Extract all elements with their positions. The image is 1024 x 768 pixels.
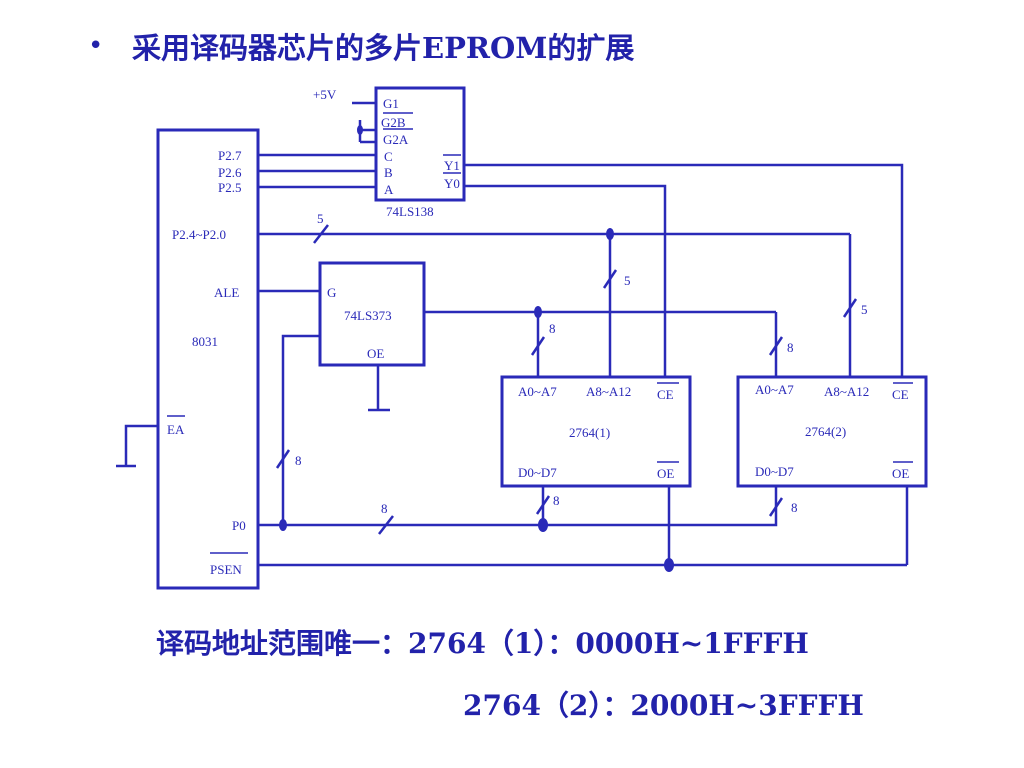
pin-g2a: G2A [383,132,409,147]
bus-width-8f: 8 [791,500,798,515]
bus-slashes [275,224,858,535]
decoder-74ls138-box [374,86,466,202]
latch-pin-oe: OE [367,346,384,361]
title-row: • 采用译码器芯片的多片EPROM的扩展 [88,24,634,68]
pin-p26: P2.6 [218,165,242,180]
cpu-8031-box [156,128,260,590]
eprom1-box [500,375,692,488]
supply-label: +5V [313,87,337,102]
pin-p25: P2.5 [218,180,241,195]
slide-title: 采用译码器芯片的多片EPROM的扩展 [132,31,635,65]
pin-b: B [384,165,393,180]
eprom2-data: D0~D7 [755,464,794,479]
latch-74ls373-box [318,261,426,367]
pin-ea: EA [167,422,185,437]
bus-width-5a: 5 [317,211,324,226]
eprom1-addr-low: A0~A7 [518,384,557,399]
eprom2-box [736,375,928,488]
eprom1-ce: CE [657,387,674,402]
result-line-2: 2764（2）：2000H~3FFFH [463,689,864,722]
bus-width-8b: 8 [787,340,794,355]
eprom2-ce: CE [892,387,909,402]
bus-width-8a: 8 [549,321,556,336]
bus-width-8d: 8 [381,501,388,516]
latch-name: 74LS373 [344,308,392,323]
latch-pin-g: G [327,285,336,300]
pin-a: A [384,182,394,197]
pin-g2b: G2B [381,115,406,130]
pin-y0: Y0 [444,176,460,191]
overbars [167,112,913,554]
cpu-name: 8031 [192,334,218,349]
pin-ale: ALE [214,285,239,300]
pin-c: C [384,149,393,164]
bus-width-5c: 5 [861,302,868,317]
pin-g1: G1 [383,96,399,111]
wires [116,101,909,567]
eprom2-name: 2764(2) [805,424,846,439]
bus-width-5b: 5 [624,273,631,288]
pin-psen: PSEN [210,562,242,577]
bullet: • [88,31,104,61]
eprom1-data: D0~D7 [518,465,557,480]
result-line-1: 译码地址范围唯一：2764（1）：0000H~1FFFH [156,627,809,660]
eprom2-addr-high: A8~A12 [824,384,869,399]
pin-y1: Y1 [444,158,460,173]
eprom1-addr-high: A8~A12 [586,384,631,399]
eprom2-oe: OE [892,466,909,481]
pin-p27: P2.7 [218,148,242,163]
eprom1-oe: OE [657,466,674,481]
pin-p0: P0 [232,518,246,533]
bus-width-8c: 8 [295,453,302,468]
eprom2-addr-low: A0~A7 [755,382,794,397]
junctions [279,125,674,572]
decoder-name: 74LS138 [386,204,434,219]
bus-width-8e: 8 [553,493,560,508]
eprom1-name: 2764(1) [569,425,610,440]
pin-p24-p20: P2.4~P2.0 [172,227,226,242]
